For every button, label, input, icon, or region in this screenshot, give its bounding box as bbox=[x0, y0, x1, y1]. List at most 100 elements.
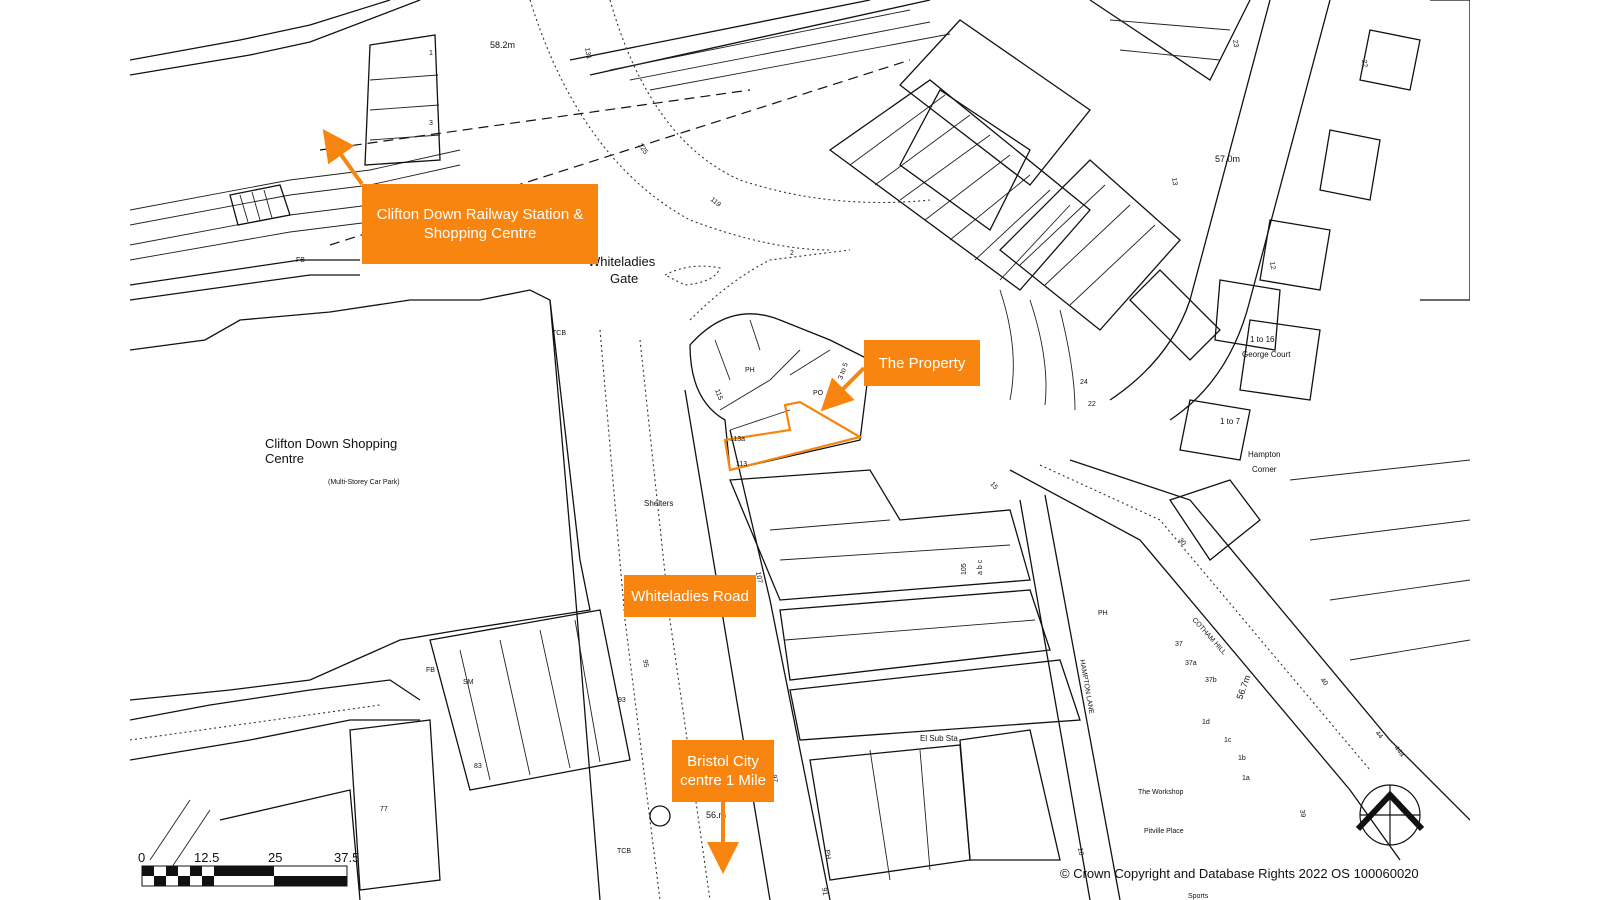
road-curve bbox=[689, 249, 851, 321]
scale-tick-0: 0 bbox=[138, 850, 146, 865]
road-callout: Whiteladies Road bbox=[624, 575, 756, 617]
station-buildings bbox=[229, 34, 441, 226]
large-building bbox=[899, 89, 1031, 231]
label-shopping-2: Centre bbox=[265, 451, 304, 466]
label-po: PO bbox=[813, 390, 824, 397]
label-44: 44 bbox=[1373, 730, 1383, 741]
label-1a: 1a bbox=[1242, 775, 1250, 782]
label-30: 30 bbox=[1176, 537, 1186, 548]
east-blocks bbox=[729, 469, 1081, 881]
label-16: 16 bbox=[1076, 847, 1084, 856]
tree-circle bbox=[649, 805, 671, 827]
label-15: 15 bbox=[988, 481, 998, 492]
label-22b: 22 bbox=[1360, 59, 1368, 68]
island bbox=[663, 265, 721, 286]
scale-tick-37-5: 37.5 bbox=[334, 850, 360, 865]
label-h56: 56.m bbox=[706, 810, 726, 820]
label-40: 40 bbox=[1318, 677, 1328, 688]
north-arrow-icon bbox=[1355, 784, 1425, 846]
railway-tracks bbox=[130, 0, 951, 301]
label-39: 39 bbox=[1298, 809, 1306, 818]
label-fb-2: FB bbox=[426, 667, 435, 674]
label-13: 13 bbox=[1170, 177, 1178, 186]
terrace-ne bbox=[828, 0, 1251, 411]
label-93: 93 bbox=[618, 697, 626, 704]
label-77: 77 bbox=[380, 806, 388, 813]
curved-road-ne bbox=[1169, 0, 1331, 421]
label-ph-3: PH bbox=[823, 849, 832, 860]
label-sports: Sports bbox=[1188, 893, 1209, 900]
label-113a: 113a bbox=[730, 436, 745, 443]
label-22: 22 bbox=[1088, 401, 1096, 408]
os-map: Whiteladies Gate Clifton Down Shopping C… bbox=[130, 0, 1470, 900]
label-113: 113 bbox=[736, 461, 747, 468]
hampton-lane-edge bbox=[1044, 494, 1121, 900]
property-outline bbox=[723, 400, 863, 472]
south-west-blocks bbox=[130, 609, 631, 900]
label-george-2: George Court bbox=[1242, 350, 1291, 359]
label-ph-1: PH bbox=[745, 367, 755, 374]
label-119: 119 bbox=[709, 196, 722, 209]
label-hampton-2: Corner bbox=[1252, 465, 1277, 474]
scale-bar bbox=[141, 865, 348, 887]
label-1b: 1b bbox=[1238, 755, 1246, 762]
label-h567: 56.7m bbox=[1234, 674, 1252, 701]
label-1to7: 1 to 7 bbox=[1220, 417, 1241, 426]
copyright-notice: © Crown Copyright and Database Rights 20… bbox=[1060, 866, 1419, 881]
label-24: 24 bbox=[1080, 379, 1088, 386]
property-callout: The Property bbox=[864, 340, 980, 386]
cotham-hill-edge bbox=[1009, 469, 1401, 861]
label-3to5: 3 to 5 bbox=[837, 362, 850, 381]
label-gate-2: Gate bbox=[610, 271, 638, 286]
city-centre-callout: Bristol City centre 1 Mile bbox=[672, 740, 774, 802]
tunnel-line bbox=[319, 89, 751, 151]
label-37a: 37a bbox=[1185, 660, 1197, 667]
label-37b: 37b bbox=[1205, 677, 1217, 684]
label-h57: 57.0m bbox=[1215, 154, 1240, 164]
label-95: 95 bbox=[641, 659, 649, 668]
label-ph-2: PH bbox=[1098, 610, 1108, 617]
label-103: a b c bbox=[977, 559, 984, 575]
label-car-park: (Multi-Storey Car Park) bbox=[328, 479, 400, 486]
label-125: 125 bbox=[636, 142, 648, 156]
label-shopping-1: Clifton Down Shopping bbox=[265, 436, 397, 451]
label-3: 3 bbox=[429, 120, 433, 127]
label-sm: SM bbox=[463, 679, 474, 686]
hampton-lane-edge bbox=[1019, 499, 1091, 900]
label-23: 23 bbox=[1231, 39, 1239, 48]
label-2: 2 bbox=[790, 250, 794, 257]
label-1d: 1d bbox=[1202, 719, 1210, 726]
label-44a: 44a bbox=[1392, 745, 1405, 759]
label-131: 131 bbox=[583, 47, 592, 60]
curved-road-ne bbox=[1109, 0, 1271, 401]
label-115: 115 bbox=[713, 388, 723, 401]
map-labels: Whiteladies Gate Clifton Down Shopping C… bbox=[265, 39, 1405, 900]
label-george-1: 1 to 16 bbox=[1250, 335, 1275, 344]
label-tcb-2: TCB bbox=[617, 848, 631, 855]
label-shelters: Shelters bbox=[644, 499, 673, 508]
label-fb-1: FB bbox=[296, 257, 305, 264]
label-97: 97 bbox=[770, 774, 778, 783]
road-curve bbox=[609, 0, 931, 203]
road-curve bbox=[529, 0, 831, 251]
scale-tick-25: 25 bbox=[268, 850, 283, 865]
label-el-sub: El Sub Sta bbox=[920, 734, 958, 743]
label-105: 105 bbox=[961, 563, 968, 575]
cotham-hill-edge bbox=[1069, 459, 1470, 821]
label-tcb-1: TCB bbox=[552, 330, 566, 337]
label-107: 107 bbox=[754, 571, 763, 584]
east-houses bbox=[1168, 0, 1470, 661]
shopping-centre-outline bbox=[130, 289, 591, 701]
label-1c: 1c bbox=[1224, 737, 1232, 744]
station-callout: Clifton Down Railway Station & Shopping … bbox=[362, 184, 598, 264]
label-83: 83 bbox=[474, 763, 482, 770]
label-workshop: The Workshop bbox=[1138, 789, 1183, 796]
label-1: 1 bbox=[429, 50, 433, 57]
scale-tick-12-5: 12.5 bbox=[194, 850, 220, 865]
label-pitville: Pitville Place bbox=[1144, 828, 1184, 835]
label-37: 37 bbox=[1175, 641, 1183, 648]
map-linework: Whiteladies Gate Clifton Down Shopping C… bbox=[130, 0, 1470, 900]
label-gate-1: Whiteladies bbox=[588, 254, 656, 269]
label-hampton-1: Hampton bbox=[1248, 450, 1280, 459]
label-91: 91 bbox=[820, 887, 828, 896]
